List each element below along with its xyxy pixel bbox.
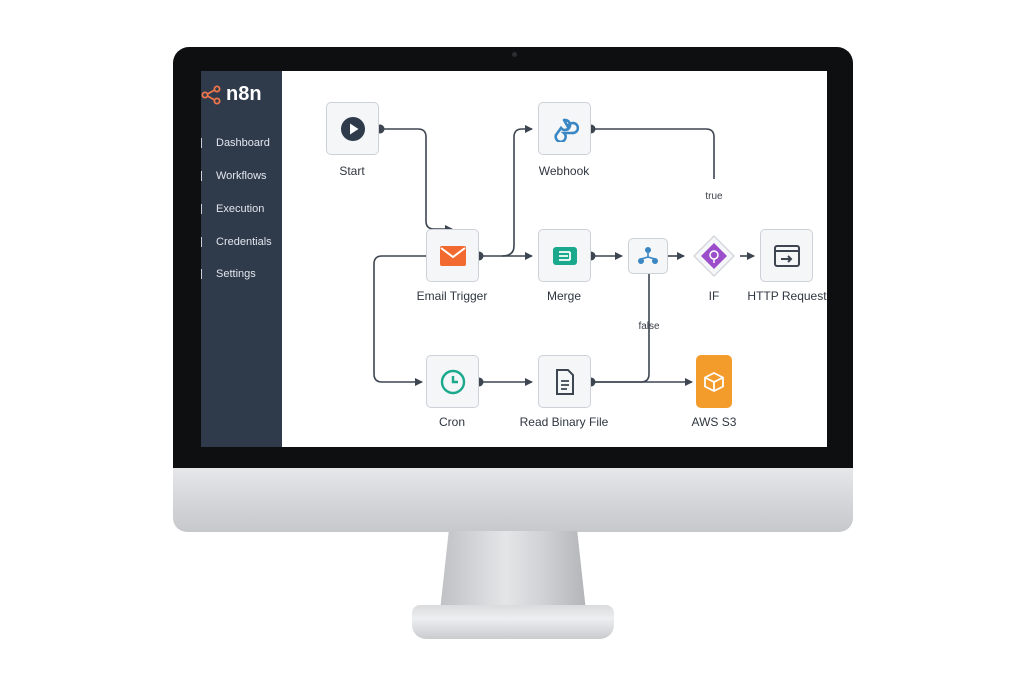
workflows-icon [201,171,210,181]
envelope-icon [439,245,466,266]
clock-icon [440,369,465,394]
execution-icon [201,204,210,214]
node-label-merge: Merge [546,289,582,303]
node-read-binary-file[interactable] [538,355,591,408]
webhook-icon [553,118,579,142]
sidebar-item-credentials[interactable]: Credentials [201,236,272,248]
dashboard-icon [201,138,210,148]
node-cron[interactable] [426,355,479,408]
merge-icon [552,246,577,265]
node-label-http-request: HTTP Request [747,289,827,303]
node-merge[interactable] [538,229,591,282]
sidebar-item-workflows[interactable]: Workflows [201,170,267,182]
credentials-icon [201,237,210,247]
n8n-logo[interactable]: n8n [201,83,262,106]
node-if[interactable] [692,234,736,278]
node-label-email-trigger: Email Trigger [416,289,488,303]
split-icon [638,247,658,264]
node-label-webhook: Webhook [538,164,590,178]
edge-webhook-if [591,128,715,179]
node-label-read-binary-file: Read Binary File [519,415,609,429]
sidebar-item-execution[interactable]: Execution [201,203,264,215]
n8n-logo-icon [201,85,221,104]
node-switch[interactable] [628,238,668,274]
if-icon [693,235,735,277]
node-email-trigger[interactable] [426,229,479,282]
sidebar-item-label: Credentials [216,236,272,248]
monitor-stand-foot [412,605,614,639]
monitor-stand-neck [440,531,586,611]
node-label-aws-s3: AWS S3 [691,415,737,429]
play-icon [340,116,365,141]
node-aws-s3[interactable] [696,355,732,408]
settings-icon [201,269,210,279]
monitor-chin [173,468,853,532]
edge-email-cron [373,255,426,386]
node-start[interactable] [326,102,379,155]
sidebar-item-settings[interactable]: Settings [201,268,256,280]
sidebar-item-label: Workflows [216,170,267,182]
sidebar-item-label: Settings [216,268,256,280]
sidebar-item-label: Execution [216,203,265,215]
node-label-start: Start [339,164,365,178]
node-label-cron: Cron [438,415,466,429]
edge-email-webhook [501,125,533,257]
workflow-canvas[interactable]: Start Webhook Email Trigger [282,71,827,447]
sidebar-item-dashboard[interactable]: Dashboard [201,137,270,149]
app-screen: n8n Dashboard Workflows Execution Creden… [201,71,827,447]
sidebar: n8n Dashboard Workflows Execution Creden… [201,71,282,447]
node-label-if: IF [708,289,720,303]
edge-start-email [380,128,453,233]
sidebar-item-label: Dashboard [216,137,270,149]
node-http-request[interactable] [760,229,813,282]
camera-dot [512,52,517,57]
http-window-icon [773,244,800,267]
aws-box-icon [704,371,724,392]
edge-label-true: true [705,191,723,202]
edge-label-false: false [638,321,660,332]
node-webhook[interactable] [538,102,591,155]
file-icon [555,368,574,395]
app-name: n8n [226,83,262,105]
